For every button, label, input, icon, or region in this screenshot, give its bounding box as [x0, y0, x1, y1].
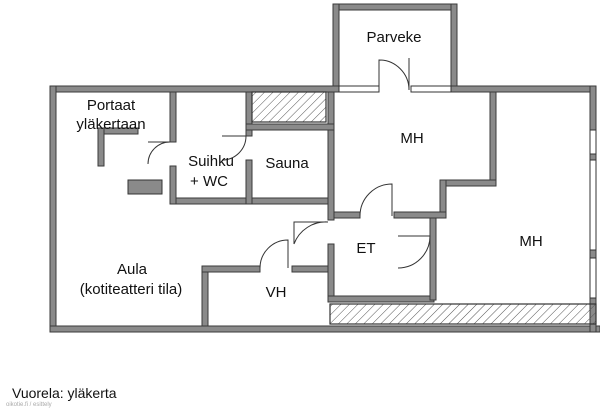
- room-label-mh-right: MH: [519, 233, 542, 250]
- room-label-sauna: Sauna: [265, 155, 309, 172]
- room-label-portaat-sub: yläkertaan: [76, 116, 145, 133]
- room-label-suihku: Suihku: [188, 153, 234, 170]
- room-label-portaat: Portaat: [87, 97, 136, 114]
- room-labels: Parveke MH MH Portaat yläkertaan Suihku …: [76, 29, 542, 301]
- room-label-et: ET: [356, 240, 375, 257]
- room-label-vh: VH: [266, 284, 287, 301]
- room-label-suihku-sub: + WC: [190, 173, 228, 190]
- walls: [49, 3, 600, 333]
- room-label-parveke: Parveke: [366, 29, 421, 46]
- room-label-aula: Aula: [117, 261, 148, 278]
- room-label-aula-sub: (kotiteatteri tila): [80, 281, 183, 298]
- plan-caption: Vuorela: yläkerta: [12, 385, 117, 401]
- glazing: [127, 91, 597, 325]
- door-swings: [147, 58, 431, 269]
- image-credit: oikotie.fi / esittely: [6, 402, 52, 408]
- room-label-mh-upper: MH: [400, 130, 423, 147]
- windows: [338, 85, 597, 299]
